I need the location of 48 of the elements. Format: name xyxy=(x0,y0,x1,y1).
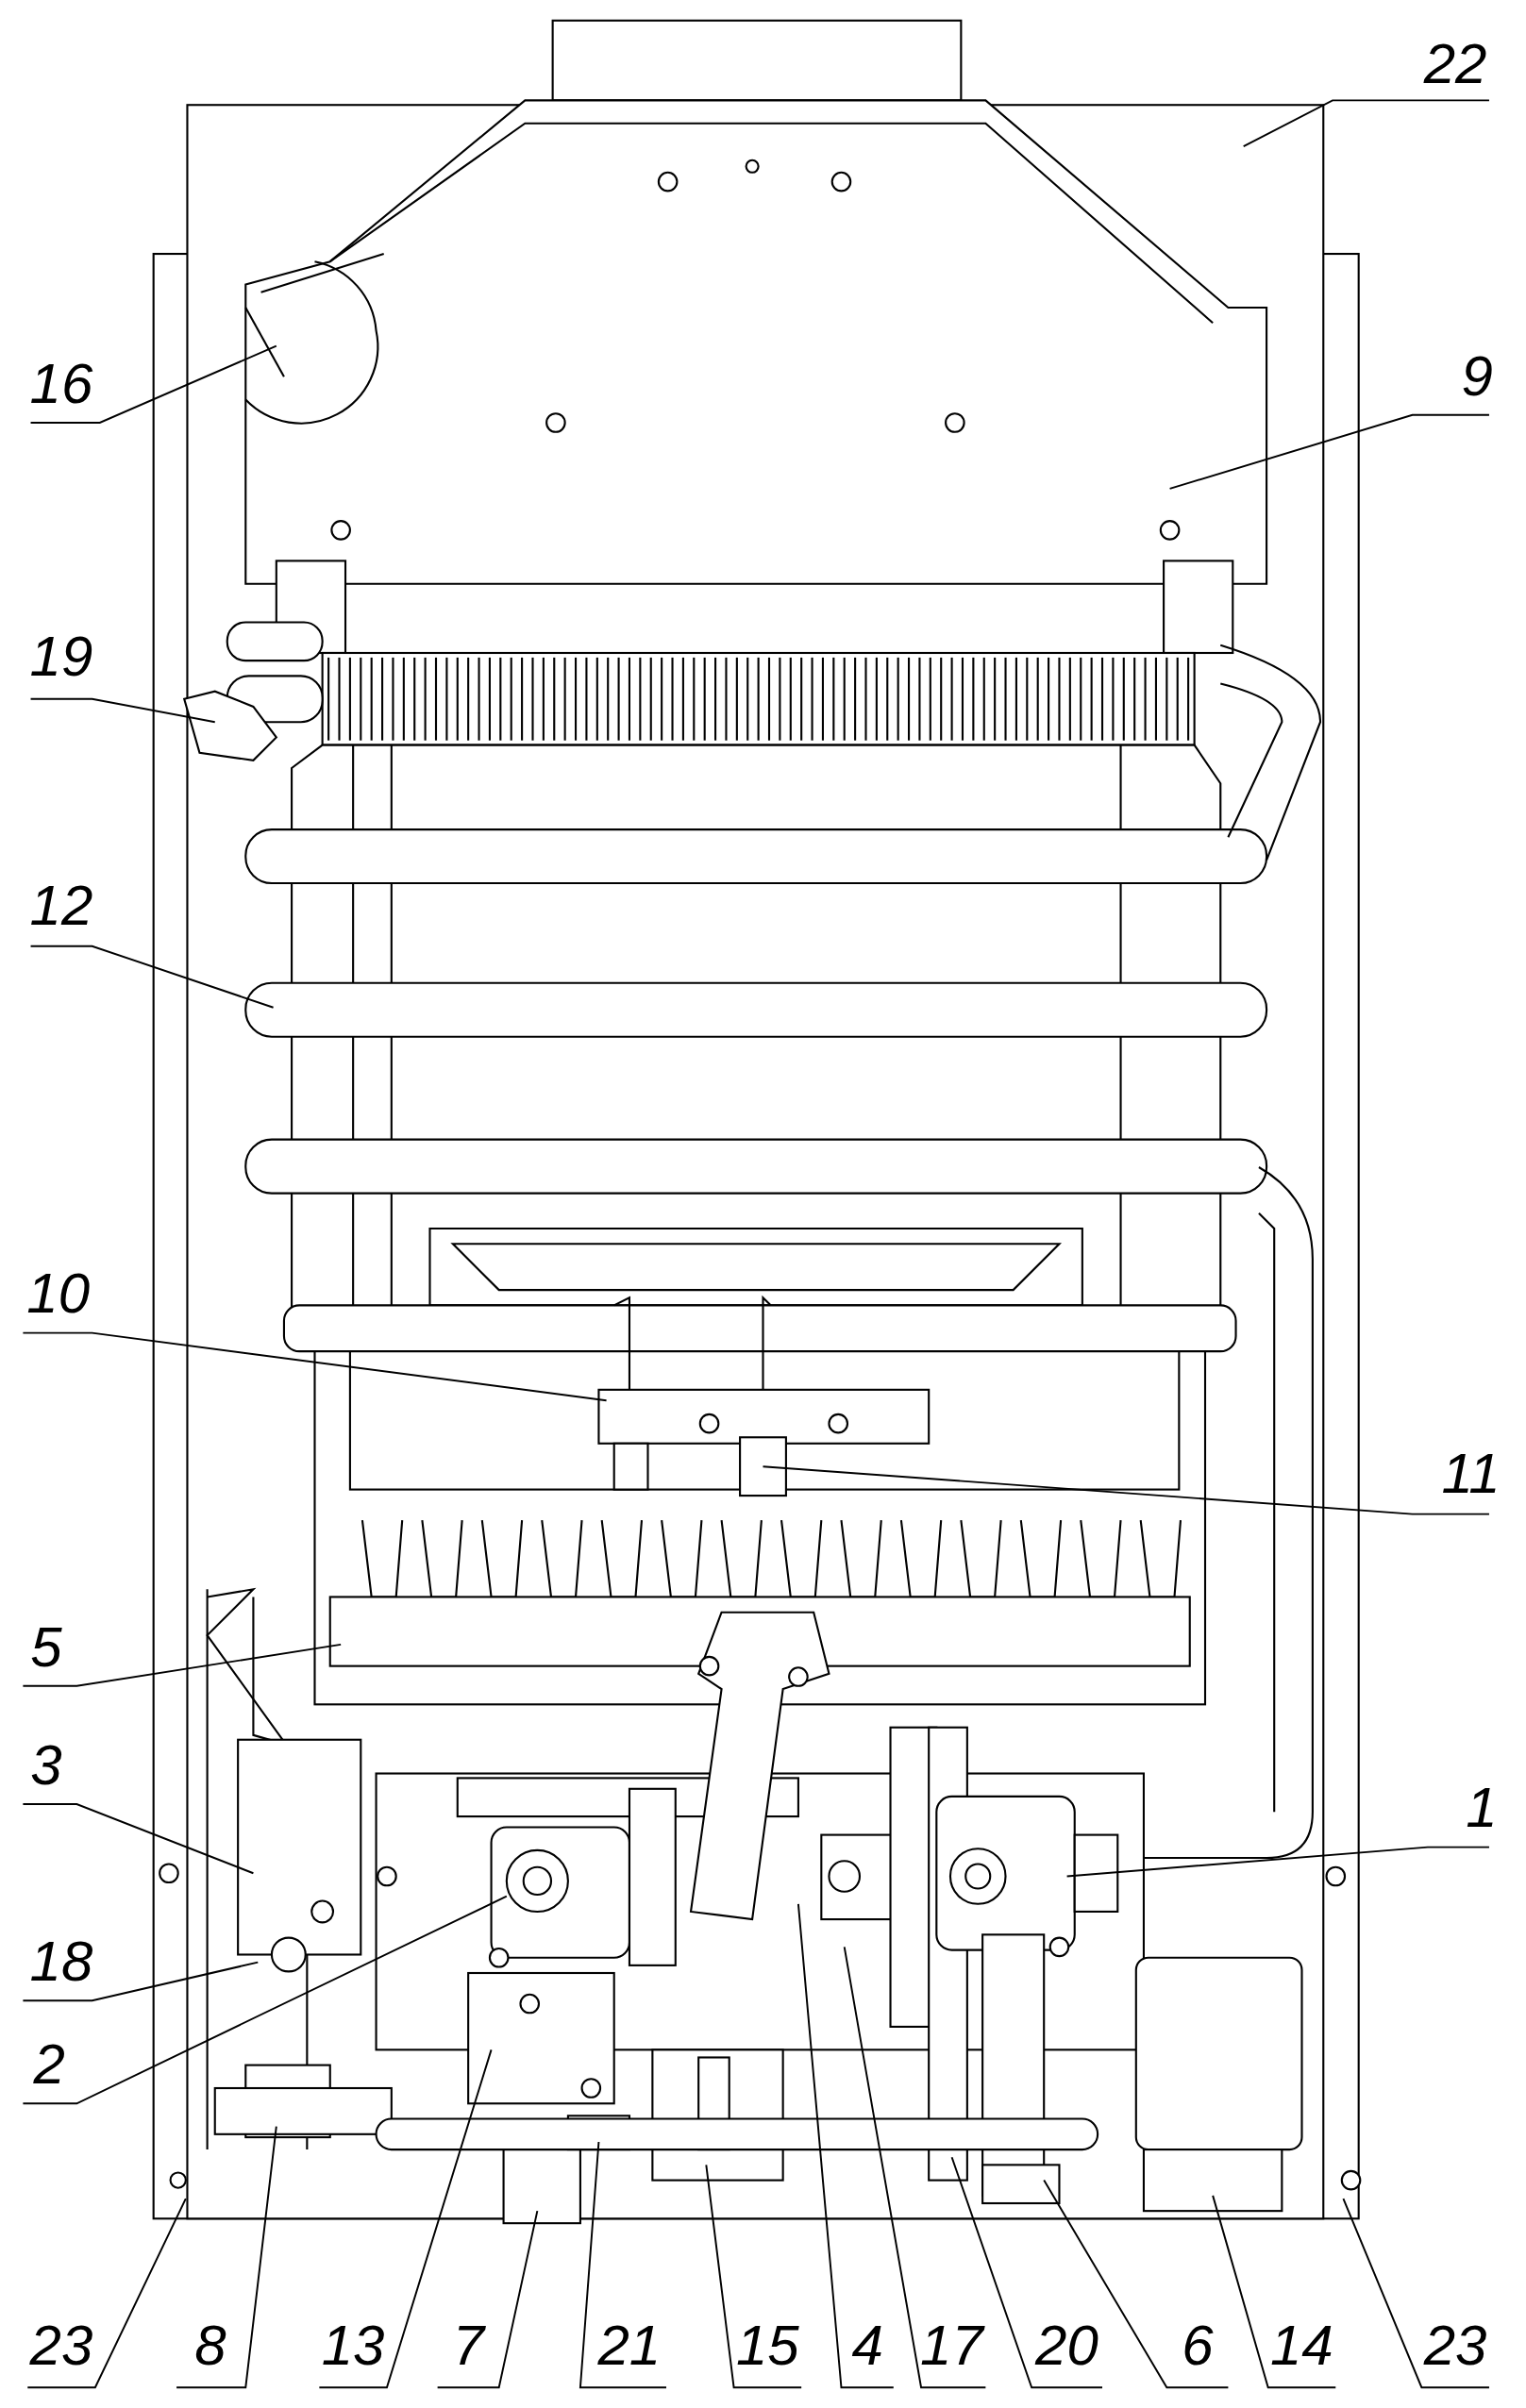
leader-line xyxy=(1212,2194,1337,2389)
leader-line xyxy=(1168,413,1490,490)
leader-line xyxy=(26,2198,187,2389)
leader-line xyxy=(950,2156,1103,2389)
leader-line xyxy=(436,2210,539,2389)
leader-line xyxy=(1065,1846,1490,1878)
callout-number: 4 xyxy=(851,2316,883,2374)
leader-line xyxy=(29,945,275,1009)
leader-line xyxy=(29,344,277,424)
leader-line xyxy=(762,1465,1490,1515)
leader-line xyxy=(579,2140,667,2389)
leader-line xyxy=(176,2125,277,2389)
leader-line xyxy=(22,1331,608,1402)
callout-number: 23 xyxy=(29,2316,93,2374)
callout-number: 15 xyxy=(735,2316,799,2374)
callout-number: 3 xyxy=(30,1736,62,1794)
leader-line xyxy=(22,1643,343,1687)
leader-line xyxy=(1043,2179,1230,2389)
leader-line xyxy=(318,2048,493,2389)
callout-number: 19 xyxy=(29,628,93,686)
callout-number: 17 xyxy=(920,2316,983,2374)
leader-line xyxy=(1342,2198,1490,2389)
callout-number: 16 xyxy=(29,355,93,412)
leader-line xyxy=(843,1946,987,2389)
callout-number: 21 xyxy=(597,2316,662,2374)
callout-number: 6 xyxy=(1182,2316,1214,2374)
leader-line xyxy=(22,1961,260,2002)
callout-number: 18 xyxy=(29,1933,93,1990)
callout-number: 20 xyxy=(1035,2316,1098,2374)
leader-line xyxy=(22,1803,255,1875)
callout-number: 13 xyxy=(321,2316,385,2374)
callout-number: 22 xyxy=(1423,36,1487,93)
callout-number: 5 xyxy=(30,1618,62,1676)
callout-number: 7 xyxy=(452,2316,485,2374)
callout-number: 2 xyxy=(33,2036,65,2093)
callout-number: 14 xyxy=(1270,2316,1333,2374)
leader-line xyxy=(29,697,216,724)
leader-line xyxy=(705,2164,803,2389)
callout-number: 11 xyxy=(1441,1445,1501,1502)
leader-line xyxy=(1242,99,1490,148)
callout-number: 1 xyxy=(1466,1780,1498,1837)
leader-line xyxy=(22,1895,508,2105)
callout-number: 12 xyxy=(29,877,93,934)
callout-number: 9 xyxy=(1461,347,1493,405)
callout-number: 8 xyxy=(194,2316,226,2374)
callout-number: 23 xyxy=(1423,2316,1487,2374)
callout-number: 10 xyxy=(26,1265,91,1323)
leader-line xyxy=(797,1902,895,2389)
